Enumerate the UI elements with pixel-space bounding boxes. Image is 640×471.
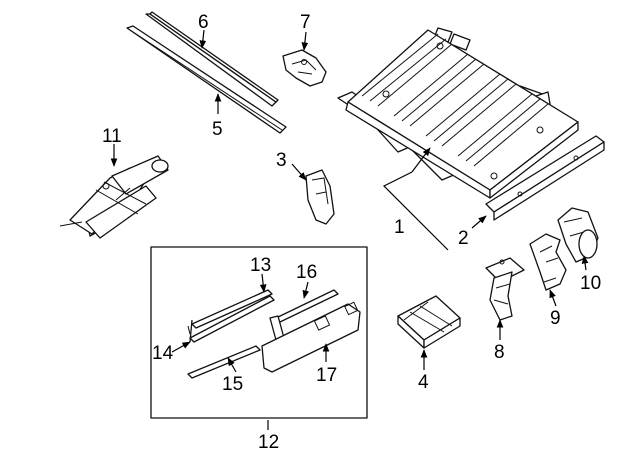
callout-7: 7 bbox=[300, 12, 311, 33]
callout-12: 12 bbox=[258, 432, 279, 453]
floor-bracket-part-4 bbox=[397, 295, 461, 349]
callout-8: 8 bbox=[494, 342, 505, 363]
scissor-jack-part-11 bbox=[59, 155, 169, 239]
callout-1: 1 bbox=[394, 217, 405, 238]
callout-labels: 6 7 5 3 11 1 2 4 8 9 10 12 13 14 15 16 1… bbox=[102, 12, 601, 453]
callout-6: 6 bbox=[198, 12, 209, 33]
rear-sill-part-2 bbox=[485, 135, 605, 221]
callout-11: 11 bbox=[102, 126, 122, 147]
callout-2: 2 bbox=[458, 228, 469, 249]
rail-strip-part-6 bbox=[145, 11, 279, 107]
handle-rod-part-14 bbox=[189, 295, 275, 343]
duct-elbow-part-10 bbox=[557, 207, 599, 263]
lug-wrench-part-16 bbox=[269, 289, 339, 341]
bed-floor-part-1 bbox=[337, 27, 579, 199]
bracket-part-7 bbox=[282, 49, 327, 87]
rod-part-13 bbox=[187, 289, 273, 335]
callout-leaders bbox=[110, 29, 589, 430]
hook-bracket-part-9 bbox=[529, 233, 567, 291]
callout-5: 5 bbox=[212, 119, 223, 140]
callout-17: 17 bbox=[316, 365, 337, 386]
callout-14: 14 bbox=[152, 343, 174, 364]
extension-rod-part-15 bbox=[187, 345, 261, 379]
callout-13: 13 bbox=[250, 255, 271, 276]
callout-9: 9 bbox=[550, 308, 561, 329]
rail-part-5 bbox=[126, 25, 287, 134]
callout-15: 15 bbox=[222, 374, 243, 395]
callout-16: 16 bbox=[296, 262, 317, 283]
tool-bag-part-17 bbox=[261, 301, 361, 373]
plate-part-3 bbox=[305, 169, 335, 225]
hanger-bracket-part-8 bbox=[485, 257, 525, 321]
callout-10: 10 bbox=[580, 273, 601, 294]
callout-3: 3 bbox=[276, 150, 287, 171]
callout-4: 4 bbox=[418, 372, 429, 393]
